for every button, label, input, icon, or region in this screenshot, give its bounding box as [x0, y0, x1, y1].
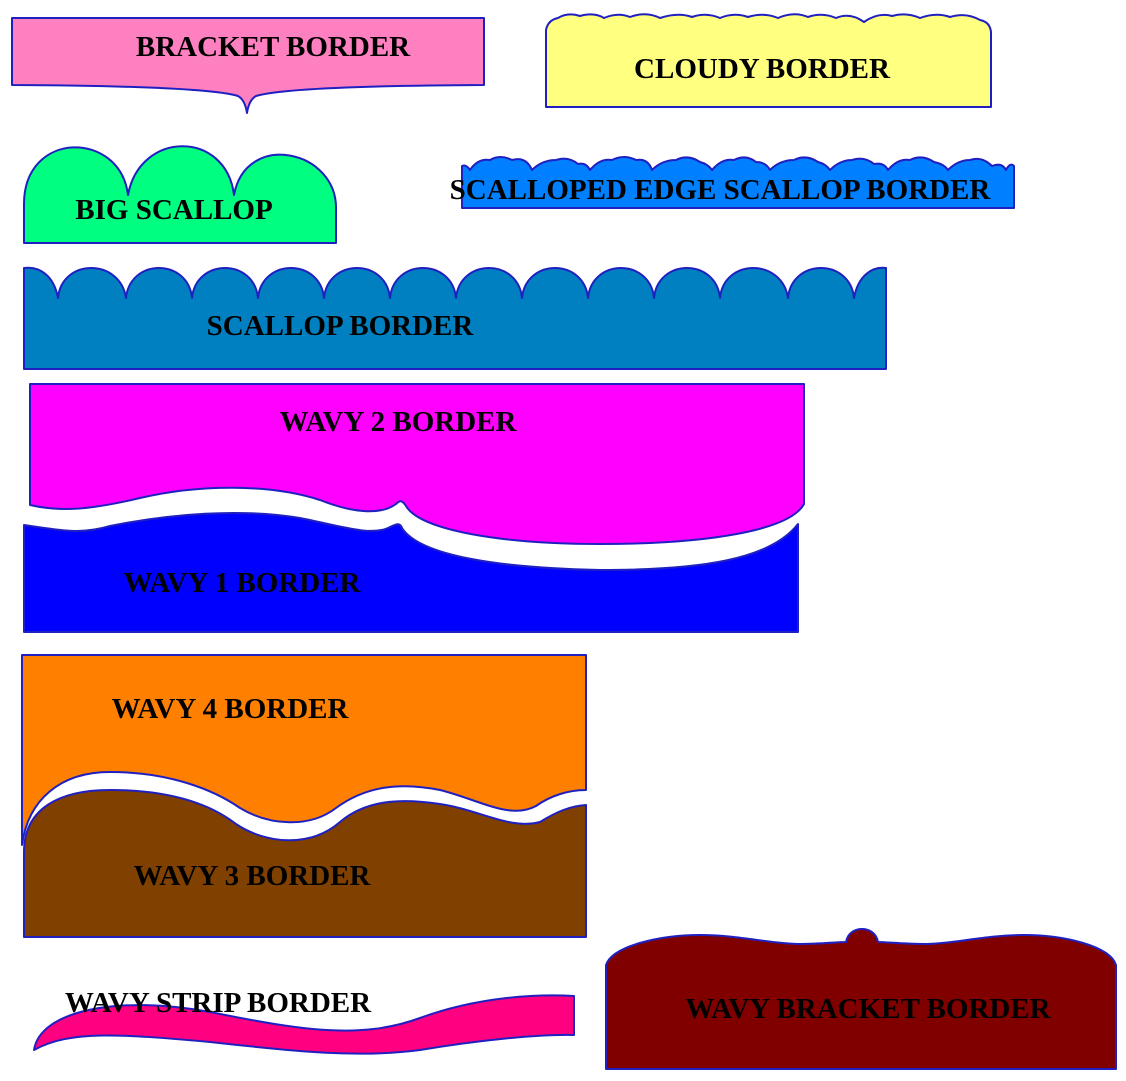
- bracket-border: BRACKET BORDER: [11, 17, 485, 114]
- wavy-2-shape: [29, 383, 805, 545]
- wavy-4-border: WAVY 4 BORDER: [21, 654, 587, 846]
- wavy-1-shape: [23, 511, 799, 633]
- wavy-4-label: WAVY 4 BORDER: [112, 693, 350, 725]
- cloudy-border: CLOUDY BORDER: [545, 13, 992, 108]
- wavy-strip-border: WAVY STRIP BORDER: [33, 987, 575, 1055]
- wavy-bracket-shape: [605, 928, 1117, 1070]
- cloudy-border-shape: [545, 13, 992, 108]
- scalloped-edge-label: SCALLOPED EDGE SCALLOP BORDER: [450, 174, 992, 206]
- scalloped-edge-scallop-border: SCALLOPED EDGE SCALLOP BORDER: [450, 156, 1015, 209]
- big-scallop-shape: [23, 145, 338, 244]
- scalloped-edge-shape: [461, 156, 1015, 209]
- big-scallop-border: BIG SCALLOP: [23, 145, 338, 244]
- wavy-2-label: WAVY 2 BORDER: [280, 406, 518, 438]
- wavy-bracket-border: WAVY BRACKET BORDER: [605, 928, 1117, 1070]
- bracket-border-label: BRACKET BORDER: [136, 31, 411, 63]
- wavy-4-shape: [21, 654, 587, 846]
- scallop-border-shape: [23, 266, 887, 370]
- cloudy-border-label: CLOUDY BORDER: [634, 53, 891, 85]
- wavy-1-border: WAVY 1 BORDER: [23, 511, 799, 633]
- wavy-3-label: WAVY 3 BORDER: [134, 860, 372, 892]
- bracket-border-shape: [11, 17, 485, 114]
- wavy-2-border: WAVY 2 BORDER: [29, 383, 805, 545]
- big-scallop-label: BIG SCALLOP: [75, 194, 272, 226]
- scallop-border-label: SCALLOP BORDER: [207, 310, 475, 342]
- wavy-bracket-label: WAVY BRACKET BORDER: [685, 993, 1051, 1025]
- scallop-border: SCALLOP BORDER: [23, 266, 887, 370]
- wavy-3-border: WAVY 3 BORDER: [23, 789, 587, 938]
- wavy-3-shape: [23, 789, 587, 938]
- wavy-1-label: WAVY 1 BORDER: [124, 567, 362, 599]
- wavy-strip-shape: [33, 994, 575, 1055]
- wavy-strip-label: WAVY STRIP BORDER: [65, 987, 372, 1019]
